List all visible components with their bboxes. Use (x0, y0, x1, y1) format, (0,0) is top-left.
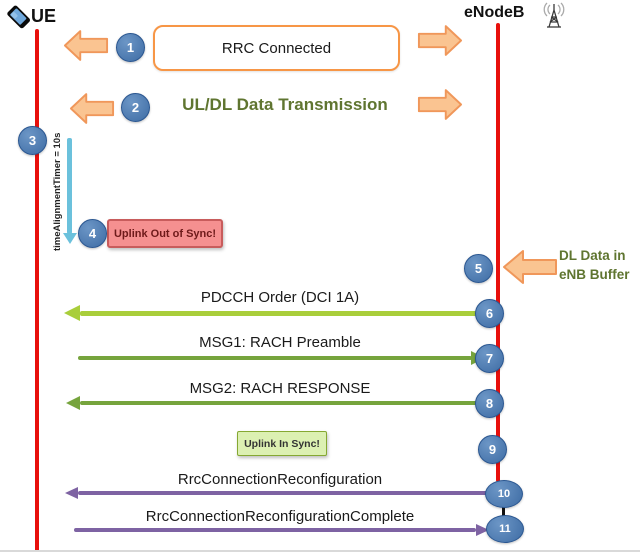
pdcch-arrow-left-icon (64, 305, 80, 321)
lifeline-connector (502, 505, 505, 519)
step-badge-4: 4 (78, 219, 107, 248)
step-badge-3: 3 (18, 126, 47, 155)
step-badge-1: 1 (116, 33, 145, 62)
step-badge-8: 8 (475, 389, 504, 418)
step-badge-5: 5 (464, 254, 493, 283)
timer-arrow-down-icon (63, 233, 77, 244)
rrc-connected-box: RRC Connected (153, 25, 400, 71)
enodeb-lifeline (496, 23, 500, 482)
ue-phone-icon (7, 5, 30, 29)
orange-right-arrow-icon (417, 25, 463, 56)
step-badge-9: 9 (478, 435, 507, 464)
rrc-reconfiguration-complete-label: RrcConnectionReconfigurationComplete (145, 508, 415, 525)
step-badge-11: 11 (486, 515, 524, 543)
bottom-border (0, 550, 640, 552)
uplink-in-sync-label: Uplink In Sync! (244, 437, 320, 450)
ue-label: UE (31, 6, 57, 26)
enodeb-label: eNodeB (464, 4, 525, 21)
orange-right-arrow-icon (417, 89, 463, 120)
orange-left-arrow-icon (63, 30, 109, 61)
step-badge-10: 10 (485, 480, 523, 508)
orange-left-arrow-icon (69, 93, 115, 124)
dl-data-buffer-label: DL Data in eNB Buffer (559, 248, 630, 282)
uplink-out-of-sync-note: Uplink Out of Sync! (107, 219, 223, 248)
step-badge-7: 7 (475, 344, 504, 373)
ue-lifeline (35, 29, 39, 552)
uplink-in-sync-note: Uplink In Sync! (237, 431, 327, 456)
uplink-out-of-sync-label: Uplink Out of Sync! (113, 227, 217, 240)
timer-arrow-shaft (67, 138, 72, 234)
rrc-reconfiguration-label: RrcConnectionReconfiguration (177, 471, 383, 488)
rrc-reconfiguration-complete-arrow-right-icon (476, 524, 489, 536)
enodeb-antenna-icon (543, 2, 565, 28)
msg2-arrow-shaft (80, 401, 492, 405)
pdcch-order-label: PDCCH Order (DCI 1A) (200, 289, 360, 306)
pdcch-arrow-shaft (80, 311, 494, 316)
rrc-reconfiguration-complete-arrow-shaft (74, 528, 476, 532)
msg1-arrow-shaft (78, 356, 472, 360)
msg1-rach-preamble-label: MSG1: RACH Preamble (199, 334, 361, 351)
rrc-reconfiguration-arrow-shaft (78, 491, 488, 495)
rrc-reconfiguration-arrow-left-icon (65, 487, 78, 499)
orange-left-arrow-icon (503, 250, 557, 284)
rrc-connected-label: RRC Connected (221, 39, 332, 57)
msg2-arrow-left-icon (66, 396, 80, 410)
step-badge-2: 2 (121, 93, 150, 122)
uldl-transmission-label: UL/DL Data Transmission (182, 95, 388, 114)
msg2-rach-response-label: MSG2: RACH RESPONSE (189, 380, 371, 397)
step-badge-6: 6 (475, 299, 504, 328)
